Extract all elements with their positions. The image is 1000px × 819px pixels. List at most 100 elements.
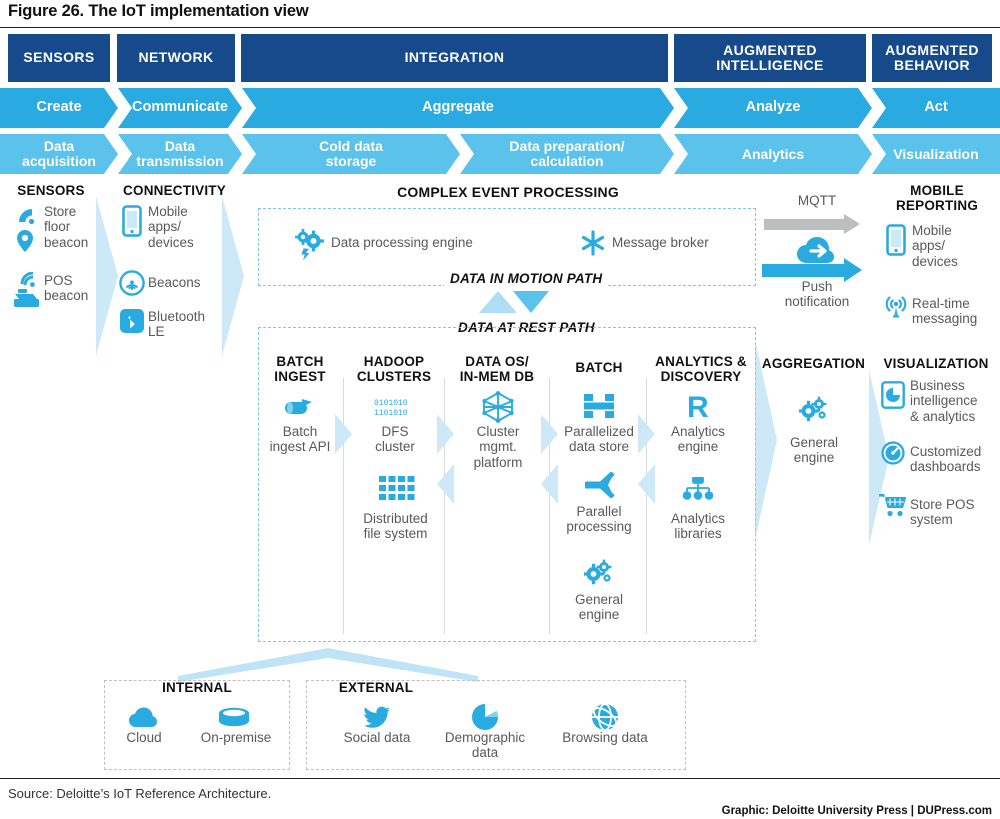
- libraries-tree-icon: [683, 477, 713, 501]
- cloud-push-icon: [795, 236, 841, 266]
- mobile-device-icon: [122, 205, 142, 237]
- internal-sources-box: [104, 680, 290, 770]
- rest-col-item-label-2-0: Cluster mgmt. platform: [473, 424, 523, 470]
- gauge-dashboard-icon: [880, 440, 906, 466]
- rest-col-heading-3: BATCH: [575, 360, 623, 375]
- mobile-device-icon: [886, 224, 906, 256]
- bi-chart-icon: [881, 381, 905, 409]
- beacon-icon: [119, 270, 145, 296]
- rest-col-item-label-1-1: Distributed file system: [363, 511, 428, 542]
- mqtt-arrow-label: MQTT: [797, 193, 837, 208]
- asterisk-broker-icon: [580, 229, 606, 257]
- rest-col-item-label-4-0: Analytics engine: [670, 424, 726, 455]
- page-title: Figure 26. The IoT implementation view: [8, 2, 309, 20]
- rest-col-heading-2: DATA OS/ IN-MEM DB: [459, 354, 535, 384]
- shopping-cart-pos-icon: [879, 493, 907, 517]
- pie-chart-icon: [471, 703, 499, 731]
- rest-col-heading-4: ANALYTICS & DISCOVERY: [655, 354, 747, 384]
- external-sources-box: [306, 680, 686, 770]
- internal-heading: INTERNAL: [162, 680, 232, 695]
- connectivity-item-label-2: Bluetooth LE: [148, 309, 206, 340]
- function-visualization[interactable]: Visualization: [872, 134, 1000, 174]
- pipe-ingest-icon: [283, 396, 315, 418]
- external-item-label-0: Social data: [343, 730, 411, 745]
- external-item-label-1: Demographic data: [444, 730, 526, 761]
- function-data-preparation[interactable]: Data preparation/ calculation: [460, 134, 674, 174]
- mobile-reporting-item-label-1: Real-time messaging: [912, 296, 978, 327]
- rest-col-item-label-3-2: General engine: [574, 592, 624, 623]
- r-language-icon: R: [686, 391, 712, 423]
- parallel-store-icon: [584, 394, 614, 418]
- visualization-item-label-0: Business intelligence & analytics: [910, 378, 978, 424]
- cep-heading: COMPLEX EVENT PROCESSING: [397, 184, 619, 200]
- svg-text:0101010: 0101010: [374, 399, 408, 408]
- action-analyze[interactable]: Analyze: [674, 88, 872, 128]
- sensors-item-label-1: POS beacon: [44, 273, 89, 304]
- rest-col-item-label-3-1: Parallel processing: [566, 504, 632, 535]
- twitter-bird-icon: [363, 706, 391, 730]
- title-rule: [0, 27, 1000, 28]
- stage-integration[interactable]: INTEGRATION: [241, 34, 668, 82]
- rest-col-item-label-4-1: Analytics libraries: [670, 511, 726, 542]
- svg-text:R: R: [687, 391, 709, 423]
- function-analytics[interactable]: Analytics: [674, 134, 872, 174]
- aggregation-heading: AGGREGATION: [761, 356, 866, 371]
- external-item-label-2: Browsing data: [562, 730, 648, 745]
- internal-item-label-1: On-premise: [200, 730, 272, 745]
- rest-col-item-label-3-0: Parallelized data store: [564, 424, 634, 455]
- action-communicate[interactable]: Communicate: [118, 88, 242, 128]
- function-data-transmission[interactable]: Data transmission: [118, 134, 242, 174]
- rest-col-heading-0: BATCH INGEST: [274, 354, 326, 384]
- gears-engine-icon: [294, 228, 324, 262]
- globe-browsing-icon: [591, 703, 619, 731]
- database-icon: [218, 707, 250, 729]
- rest-col-sep-2: [444, 378, 445, 634]
- cep-motion-item-label-0: Data processing engine: [331, 235, 473, 250]
- pos-beacon-icon: [12, 272, 46, 310]
- cloud-icon: [128, 707, 160, 729]
- action-create[interactable]: Create: [0, 88, 118, 128]
- connectivity-item-label-0: Mobile apps/ devices: [148, 204, 194, 250]
- rest-col-sep-4: [646, 378, 647, 634]
- cep-motion-item-label-1: Message broker: [612, 235, 709, 250]
- action-aggregate[interactable]: Aggregate: [242, 88, 674, 128]
- mobile-reporting-item-label-0: Mobile apps/ devices: [912, 223, 958, 269]
- gears-engine-icon: [799, 396, 829, 424]
- gears-engine-icon: [584, 559, 614, 587]
- mobile-reporting-heading: MOBILE REPORTING: [895, 183, 979, 213]
- push-notification-label: Push notification: [784, 279, 850, 310]
- stage-network[interactable]: NETWORK: [117, 34, 235, 82]
- motion-rest-transition-icon: [479, 291, 549, 313]
- connectivity-heading: CONNECTIVITY: [123, 183, 226, 198]
- rest-col-heading-1: HADOOP CLUSTERS: [356, 354, 432, 384]
- external-heading: EXTERNAL: [338, 680, 414, 695]
- cluster-node-icon: [482, 391, 514, 423]
- function-data-acquisition[interactable]: Data acquisition: [0, 134, 118, 174]
- stage-sensors[interactable]: SENSORS: [8, 34, 110, 82]
- aggregation-item-label-0: General engine: [789, 435, 839, 466]
- source-note: Source: Deloitte’s IoT Reference Archite…: [8, 786, 272, 801]
- rest-col-sep-1: [343, 378, 344, 634]
- rest-col-item-label-1-0: DFS cluster: [375, 424, 415, 455]
- grid-filesystem-icon: [379, 476, 415, 502]
- push-notification-arrow-bar: [762, 264, 844, 277]
- bluetooth-icon: [120, 309, 144, 333]
- sensors-heading: SENSORS: [17, 183, 85, 198]
- rest-col-sep-3: [549, 378, 550, 634]
- visualization-heading: VISUALIZATION: [883, 356, 989, 371]
- stage-augmented-behavior[interactable]: AUGMENTED BEHAVIOR: [872, 34, 992, 82]
- mqtt-arrow-head-icon: [844, 214, 860, 234]
- function-cold-data-storage[interactable]: Cold data storage: [242, 134, 460, 174]
- internal-item-label-0: Cloud: [126, 730, 162, 745]
- store-floor-beacon-icon: [14, 206, 40, 254]
- data-in-motion-path-label: DATA IN MOTION PATH: [444, 271, 609, 286]
- stage-augmented-intelligence[interactable]: AUGMENTED INTELLIGENCE: [674, 34, 866, 82]
- parallel-merge-icon: [585, 472, 615, 498]
- push-notification-arrow-head-icon: [844, 258, 862, 282]
- realtime-tower-icon: [883, 293, 909, 319]
- credit-note: Graphic: Deloitte University Press | DUP…: [721, 805, 992, 817]
- action-act[interactable]: Act: [872, 88, 1000, 128]
- visualization-item-label-1: Customized dashboards: [910, 444, 982, 475]
- mqtt-arrow-bar: [764, 219, 844, 230]
- data-sources-up-arrow-icon: [178, 648, 478, 682]
